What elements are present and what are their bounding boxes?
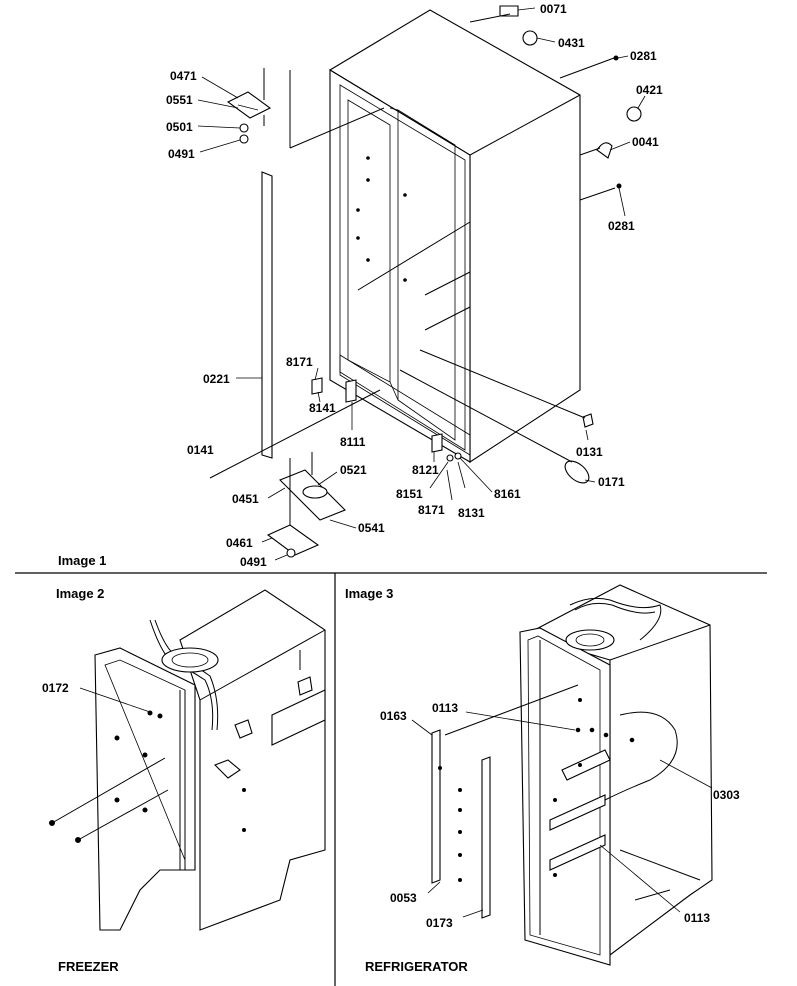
- callout-8161: 8161: [494, 487, 521, 501]
- callout-0501: 0501: [166, 120, 193, 134]
- caption-image3: Image 3: [345, 586, 393, 601]
- callout-8121: 8121: [412, 463, 439, 477]
- image2-freezer: [49, 589, 326, 931]
- callout-8131: 8131: [458, 506, 485, 520]
- image1-leaders: [197, 7, 646, 561]
- callout-0131: 0131: [576, 445, 603, 459]
- caption-image2: Image 2: [56, 586, 104, 601]
- callout-0461: 0461: [226, 536, 253, 550]
- callout-0281-side: 0281: [608, 219, 635, 233]
- callout-0071: 0071: [540, 2, 567, 16]
- callout-0041: 0041: [632, 135, 659, 149]
- callout-0541: 0541: [358, 521, 385, 535]
- callout-0113-top: 0113: [432, 701, 458, 715]
- callout-0491-top: 0491: [168, 147, 195, 161]
- callout-0451: 0451: [232, 492, 259, 506]
- image1-cabinet: [209, 5, 642, 558]
- caption-freezer: FREEZER: [58, 959, 119, 974]
- callout-0303: 0303: [713, 788, 740, 802]
- callout-8171-bottom: 8171: [418, 503, 445, 517]
- callout-0431: 0431: [558, 36, 585, 50]
- image3-refrigerator: [411, 584, 713, 966]
- callout-0221: 0221: [203, 372, 230, 386]
- caption-image1: Image 1: [58, 553, 106, 568]
- caption-refrigerator: REFRIGERATOR: [365, 959, 468, 974]
- callout-8141: 8141: [309, 401, 336, 415]
- callout-0173: 0173: [426, 916, 453, 930]
- image1-labels: 0071 0431 0281 0421 0041 0281 0471 0551 …: [166, 2, 663, 569]
- callout-8151: 8151: [396, 487, 423, 501]
- callout-0172: 0172: [42, 681, 69, 695]
- callout-0141: 0141: [187, 443, 214, 457]
- callout-0053: 0053: [390, 891, 417, 905]
- callout-0113-bottom: 0113: [684, 911, 710, 925]
- callout-0521: 0521: [340, 463, 367, 477]
- callout-0163: 0163: [380, 709, 407, 723]
- callout-8171-top: 8171: [286, 355, 313, 369]
- callout-0551: 0551: [166, 93, 193, 107]
- callout-0471: 0471: [170, 69, 197, 83]
- callout-0281-top: 0281: [630, 49, 657, 63]
- callout-8111: 8111: [340, 435, 366, 449]
- callout-0491-bottom: 0491: [240, 555, 267, 569]
- callout-0171: 0171: [598, 475, 625, 489]
- callout-0421: 0421: [636, 83, 663, 97]
